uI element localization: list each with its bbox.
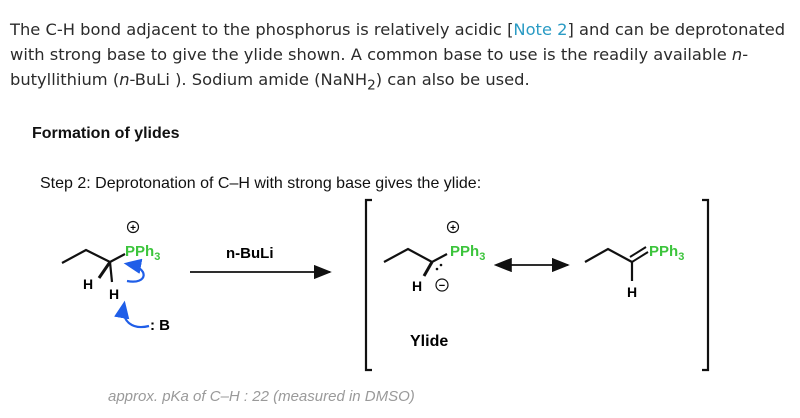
figure-heading: Formation of ylides: [32, 125, 180, 142]
plus-charge-icon: [446, 220, 460, 234]
curved-arrow-icon: [114, 300, 150, 329]
ylide-carbanion: + PPh3 H − Ylide: [383, 220, 485, 350]
ylide-ylene: PPh3 H: [584, 243, 684, 300]
plus-charge-icon: [126, 220, 140, 234]
pph3-label: PPh3: [649, 243, 684, 263]
svg-text:H: H: [109, 286, 119, 302]
step-description: Step 2: Deprotonation of C–H with strong…: [40, 175, 482, 192]
intro-paragraph: The C-H bond adjacent to the phosphorus …: [10, 20, 786, 94]
reagent-label: n-BuLi: [226, 245, 273, 262]
svg-text:+: +: [130, 223, 136, 234]
note-2-link[interactable]: Note 2: [513, 20, 568, 39]
svg-text:H: H: [412, 278, 422, 294]
minus-charge-icon: [435, 278, 449, 292]
svg-text:H: H: [627, 284, 637, 300]
pph3-label: PPh3: [125, 243, 160, 263]
right-bracket: [702, 198, 710, 372]
svg-text:H: H: [83, 276, 93, 292]
curved-arrow-icon: [123, 258, 145, 283]
svg-text:−: −: [439, 280, 445, 292]
pph3-label: PPh3: [450, 243, 485, 263]
phosphonium-salt: + PPh3 H H : B: [61, 220, 170, 334]
ylide-label: Ylide: [410, 333, 448, 350]
left-bracket: [364, 198, 372, 372]
pka-caption: approx. pKa of C–H : 22 (measured in DMS…: [108, 388, 415, 405]
svg-text:+: +: [450, 223, 456, 234]
svg-text:: B: : B: [150, 317, 170, 334]
